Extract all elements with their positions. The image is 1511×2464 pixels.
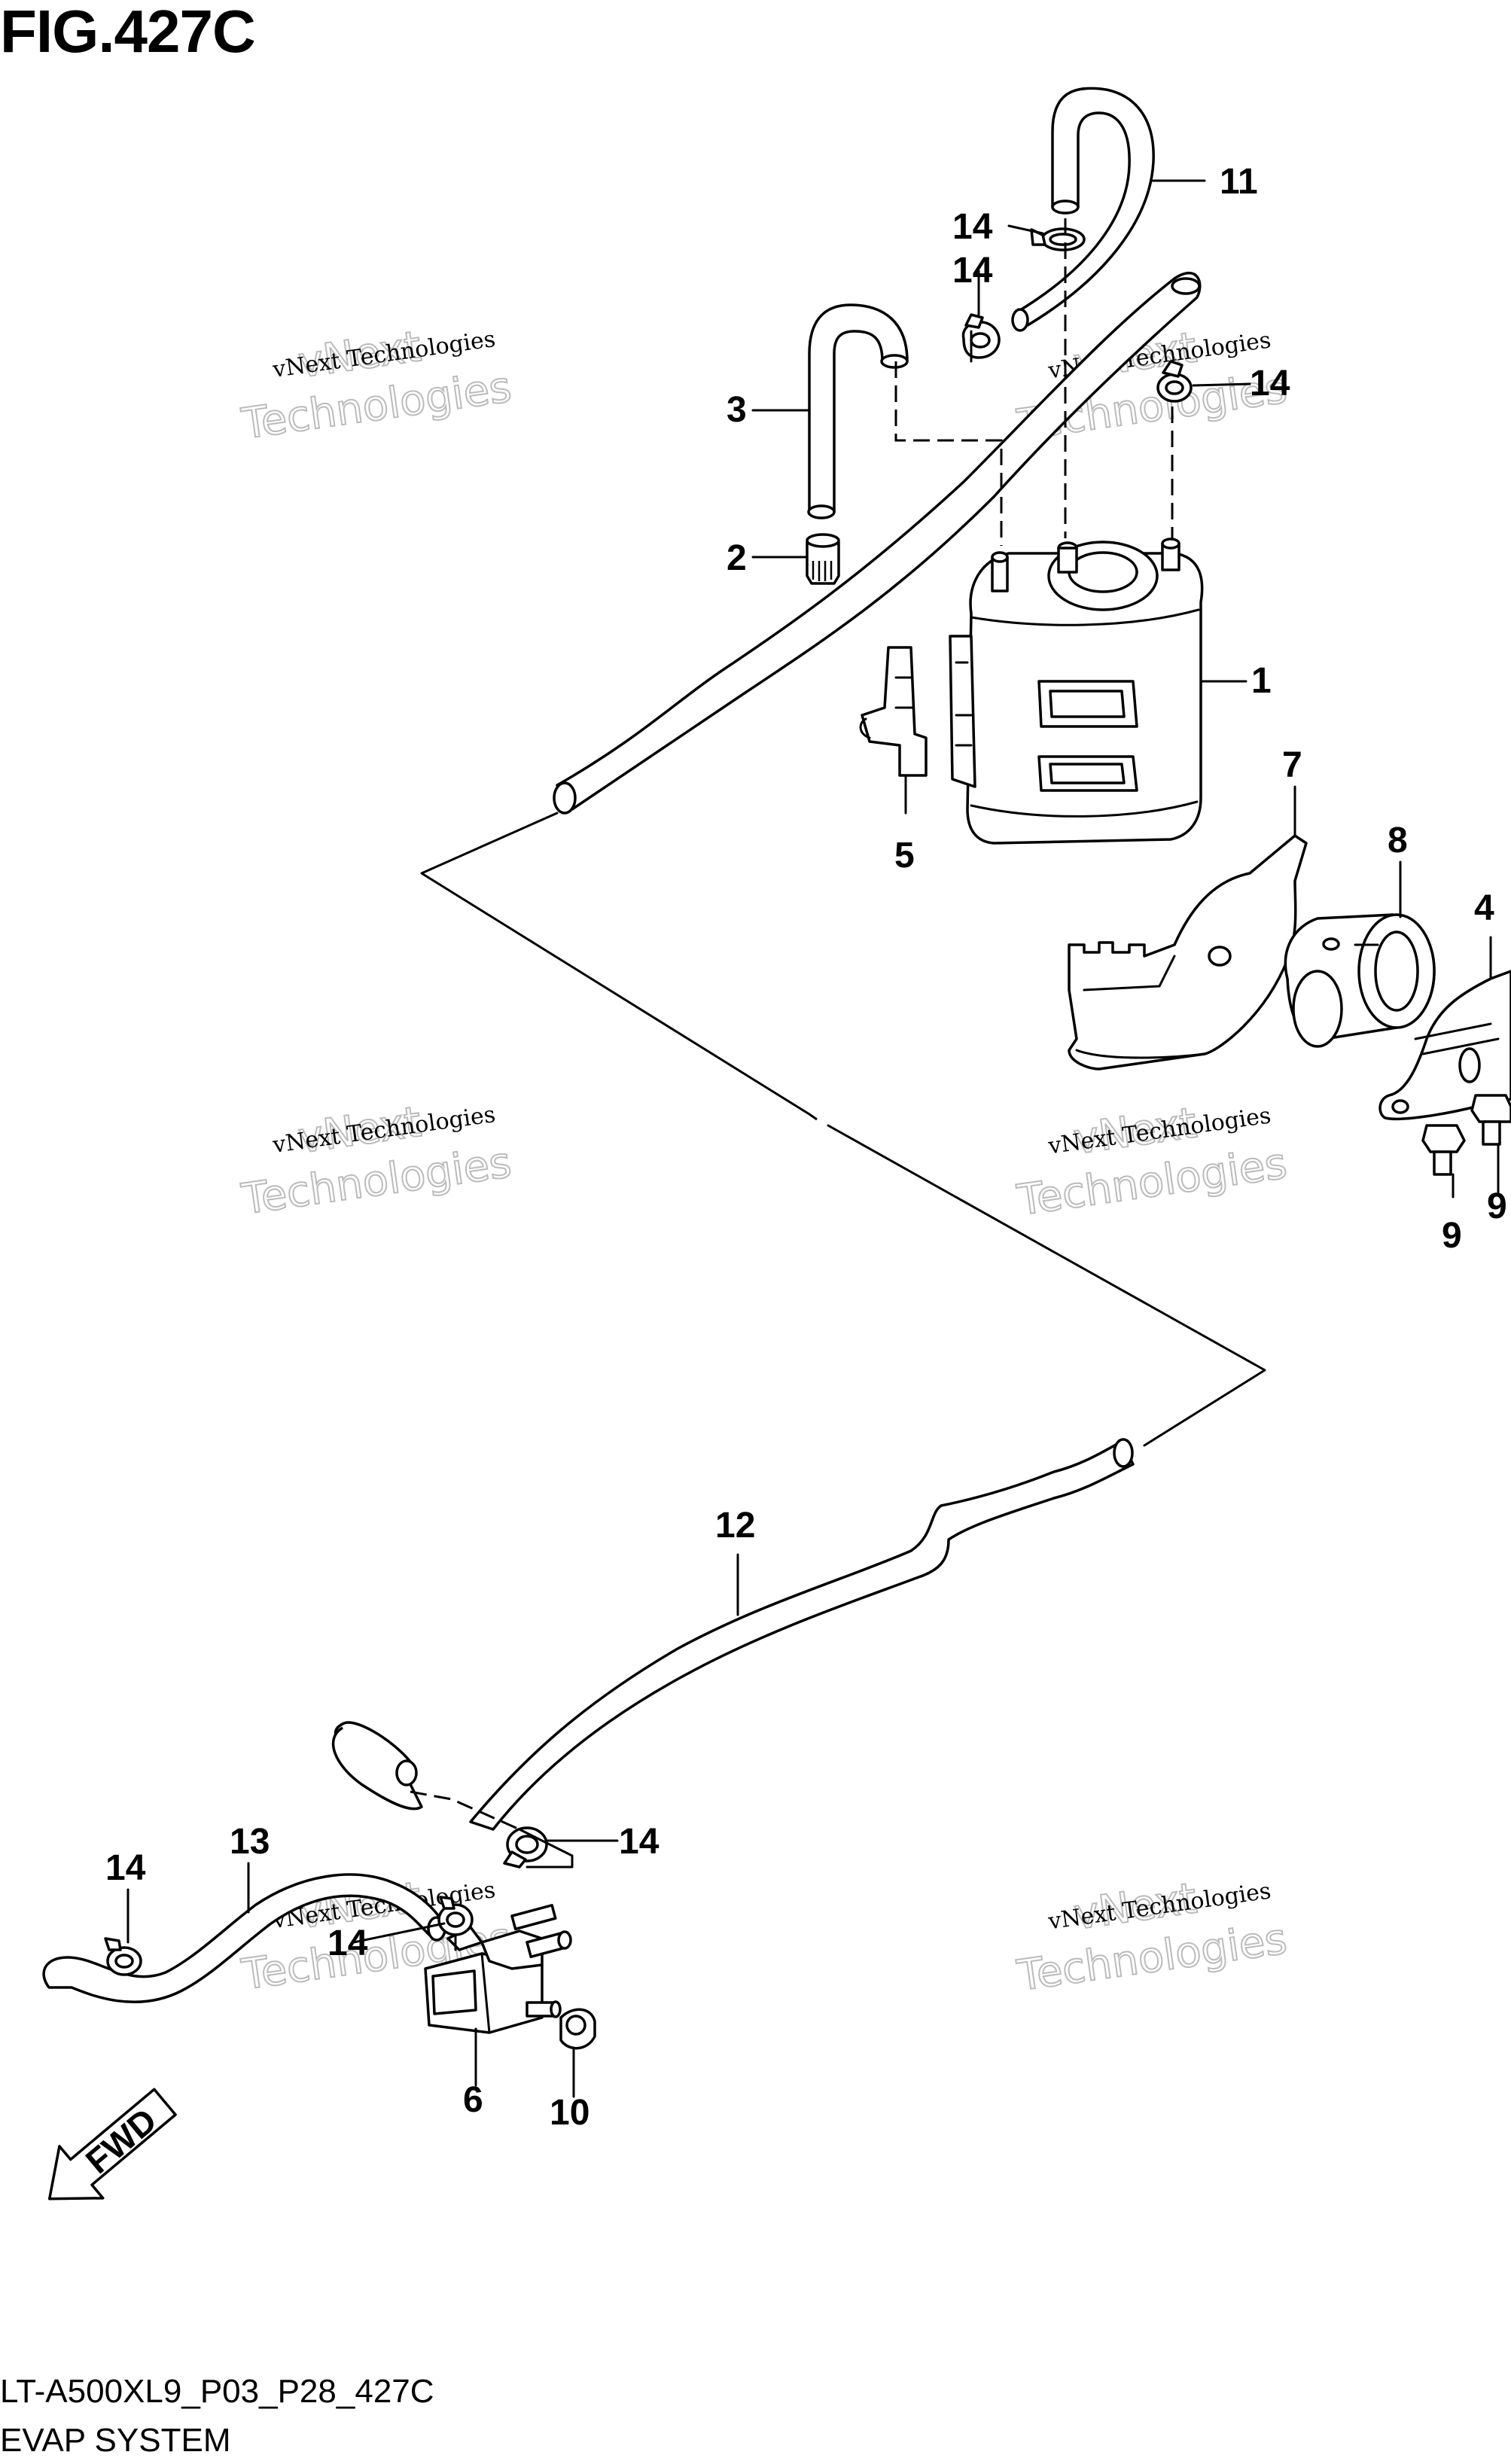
callout-14-f: 14	[327, 1923, 368, 1963]
part-2-fitting	[806, 533, 840, 585]
fwd-arrow-icon: FWD	[47, 2088, 177, 2201]
part-14-clamp-5	[104, 1937, 142, 1976]
part-7-bracket	[1068, 834, 1308, 1071]
part-12-hose-lower	[469, 1438, 1135, 1831]
callout-11: 11	[1220, 162, 1258, 202]
callout-2: 2	[727, 538, 747, 578]
part-10-nut	[559, 2008, 596, 2050]
part-5-bracket	[859, 646, 928, 777]
part-1-canister	[949, 538, 1204, 845]
part-14-clamp-2	[961, 313, 1001, 359]
callout-10: 10	[550, 2093, 589, 2133]
callout-13: 13	[230, 1822, 270, 1862]
callout-7: 7	[1282, 745, 1302, 785]
callout-3: 3	[727, 390, 747, 430]
watermark-mid-left: Technologies vNext vNext Technologies	[238, 1097, 515, 1225]
diagram-name: EVAP SYSTEM	[0, 2422, 231, 2459]
watermark-bottom-right: Technologies vNext vNext Technologies	[1013, 1873, 1290, 2001]
callout-12: 12	[715, 1506, 755, 1546]
part-13-hose-piece	[331, 1721, 423, 1811]
watermark-mid-right: Technologies vNext vNext Technologies	[1013, 1098, 1290, 1226]
callout-8: 8	[1388, 821, 1408, 860]
callout-14-c: 14	[1250, 364, 1290, 404]
callout-14-e: 14	[105, 1848, 146, 1888]
callout-9-b: 9	[1487, 1186, 1507, 1226]
watermark-top-left: Technologies vNext vNext Technologies	[238, 321, 515, 449]
part-9-bolt-left	[1421, 1124, 1466, 1176]
part-8-grommet	[1284, 913, 1436, 1048]
callout-14-a: 14	[952, 207, 993, 247]
callout-9-a: 9	[1442, 1216, 1462, 1256]
leader-lines	[126, 179, 1500, 2098]
part-9-bolt-right	[1470, 1094, 1511, 1146]
callout-labels: 11 14 14 14 3 2 1 5 7 8 4 9 9 12 14 13 1…	[105, 162, 1507, 2133]
part-4-clamp	[1378, 970, 1511, 1121]
connection-lines	[410, 218, 1266, 1951]
callout-6: 6	[463, 2080, 483, 2120]
part-14-clamp-4	[503, 1826, 548, 1869]
part-3-hose	[807, 303, 909, 519]
callout-1: 1	[1251, 661, 1272, 701]
callout-14-b: 14	[952, 251, 993, 291]
part-11-hose	[1011, 87, 1155, 332]
part-14-clamp-3	[1156, 360, 1193, 403]
callout-4: 4	[1474, 888, 1494, 928]
figure-title: FIG.427C	[0, 0, 256, 65]
callout-5: 5	[894, 836, 915, 876]
callout-14-d: 14	[619, 1822, 660, 1862]
part-14-clamp-6	[437, 1896, 474, 1936]
diagram-code: LT-A500XL9_P03_P28_427C	[0, 2373, 434, 2410]
part-12-hose-upper	[553, 272, 1202, 815]
